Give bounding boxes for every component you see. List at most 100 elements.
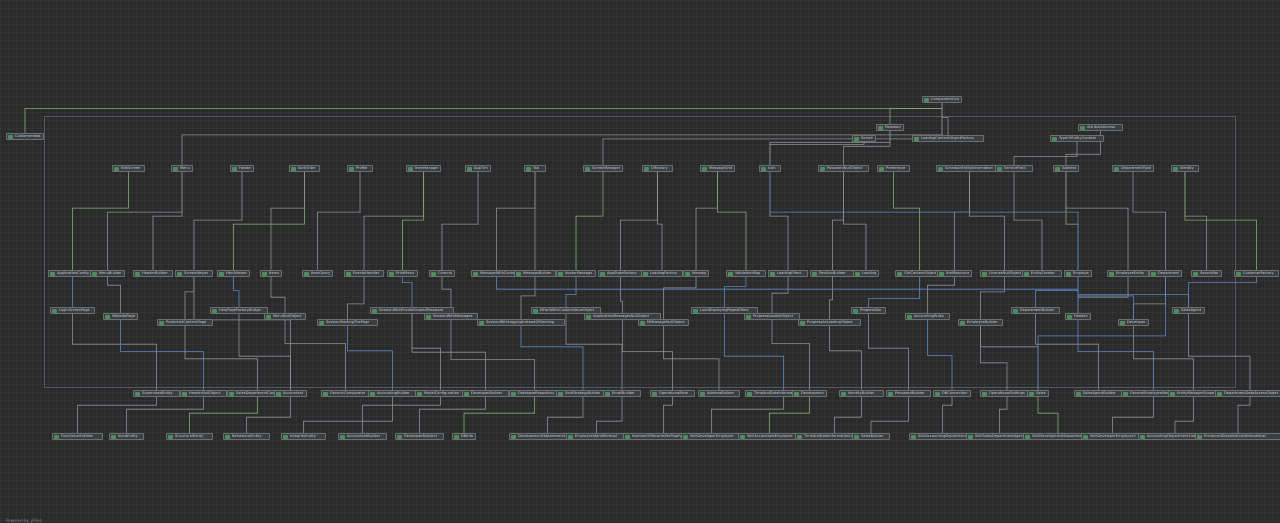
class-node-department-data-access-object[interactable]: DepartmentDataAccessObject — [1215, 390, 1280, 397]
class-node-password[interactable]: Password — [876, 124, 904, 131]
class-node-session-with-logging-instead-of-sending[interactable]: SessionWithLoggingInsteadOfSending — [477, 319, 565, 326]
class-node-icon[interactable]: Icon — [759, 165, 781, 172]
class-node-profile[interactable]: Profile — [347, 165, 373, 172]
class-node-login-screen-page[interactable]: LoginScreenPage — [50, 307, 95, 314]
class-node-progress-bar[interactable]: ProgressBar — [851, 307, 886, 314]
class-node-ui-factory[interactable]: UiFactory — [642, 165, 673, 172]
class-node-edit-screen[interactable]: EditScreen — [112, 165, 145, 172]
class-node-screen-helper[interactable]: ScreenHelper — [175, 270, 213, 277]
class-node-entity-creator[interactable]: EntityCreator — [1022, 270, 1062, 277]
class-node-model-configuration[interactable]: ModelConfiguration — [415, 390, 466, 397]
class-node-customerdata[interactable]: Customerdata — [6, 133, 44, 140]
class-node-integrity-entity[interactable]: IntegrityEntity — [281, 433, 326, 440]
class-node-accountant[interactable]: Accountant — [274, 390, 307, 397]
class-node-command[interactable]: Command — [429, 270, 455, 277]
class-node-print-menu[interactable]: PrintMenu — [387, 270, 418, 277]
class-node-attribute-access[interactable]: AttributeAccess — [1078, 124, 1123, 131]
class-node-database-repository[interactable]: DatabaseRepository — [509, 390, 560, 397]
class-node-developer[interactable]: Developer — [1118, 319, 1149, 326]
class-node-skill-developer-employee[interactable]: SkillDeveloperEmployee — [681, 433, 742, 440]
class-node-skill-developer-employee2[interactable]: SkillDeveloperEmployee2 — [1081, 433, 1144, 440]
class-node-progress-as-loading-object[interactable]: ProgressAsLoadingObject — [798, 319, 861, 326]
class-node-header[interactable]: Header — [230, 165, 254, 172]
class-node-department-type[interactable]: DepartmentType — [1112, 165, 1154, 172]
class-node-employee-entity[interactable]: EmployeeEntity — [1107, 270, 1149, 277]
class-node-sales-builder[interactable]: SalesBuilder — [852, 433, 890, 440]
class-node-mmessage-null-object[interactable]: MMessageNullObject — [638, 319, 689, 326]
class-node-app-time[interactable]: AppTime — [465, 165, 491, 172]
class-node-operational-settings[interactable]: OperationalSettings — [980, 390, 1034, 397]
class-node-service-field[interactable]: ServiceField — [995, 165, 1033, 172]
class-node-message-builder[interactable]: MessageBuilder — [514, 270, 556, 277]
class-node-item-manager[interactable]: ItemManager — [406, 165, 441, 172]
class-node-input-entity[interactable]: InputEntity — [109, 433, 144, 440]
class-node-component-core[interactable]: ComponentCore — [922, 96, 962, 103]
class-node-generic-comparator[interactable]: GenericComparator — [321, 390, 370, 397]
class-node-password-null-object[interactable]: PasswordNullObject — [818, 165, 869, 172]
class-node-sort-strategy-builder[interactable]: SortStrategyBuilder — [556, 390, 610, 397]
class-node-department[interactable]: Department — [1149, 270, 1182, 277]
class-node-load-displaying-paged-effect[interactable]: LoadDisplayingPagedEffect — [691, 307, 758, 314]
class-node-customer-factory[interactable]: CustomerFactory — [1234, 270, 1279, 277]
class-node-department-builder[interactable]: DepartmentBuilder — [1011, 307, 1060, 314]
class-node-mfont-with-custom-value-object[interactable]: MFontWithCustomValueObject — [531, 307, 601, 314]
class-node-entity-manager-scope[interactable]: EntityManagerScope — [1168, 390, 1219, 397]
class-node-search-bar[interactable]: SearchBar — [1191, 270, 1222, 277]
class-node-loading-content-object-factory[interactable]: LoadingContentObjectFactory — [912, 135, 984, 142]
class-node-header2[interactable]: Header2 — [1065, 313, 1091, 320]
class-node-employee-builder[interactable]: EmployeeBuilder — [958, 319, 1003, 326]
class-node-position-builder[interactable]: PositionBuilder — [810, 270, 855, 277]
class-node-identity-builder[interactable]: IdentityBuilder — [839, 390, 884, 397]
class-node-menu-builder[interactable]: MenuBuilder — [90, 270, 125, 277]
class-node-behavioral-entity[interactable]: BehavioralEntity — [223, 433, 270, 440]
class-node-dbinfo[interactable]: DBInfo — [452, 433, 476, 440]
class-node-screen-manager[interactable]: ScreenManager — [583, 165, 623, 172]
class-node-developer-builder2[interactable]: DeveloperBuilder2 — [395, 433, 444, 440]
class-node-xml-resource[interactable]: XmlResource — [937, 270, 972, 277]
class-node-sort-order[interactable]: SortOrder — [289, 165, 320, 172]
class-node-development[interactable]: Development — [792, 390, 827, 397]
class-node-menu[interactable]: Menu — [171, 165, 193, 172]
class-node-loading-factory[interactable]: LoadingFactory — [641, 270, 683, 277]
class-node-application-messages-null-object[interactable]: ApplicationMessagesNullObject — [584, 313, 661, 320]
class-node-protected-content-page[interactable]: ProtectedContentPage — [157, 319, 213, 326]
class-node-structural-entity[interactable]: StructuralEntity — [166, 433, 213, 440]
class-node-sales-agent[interactable]: SalesAgent — [1172, 307, 1205, 314]
class-node-password-builder[interactable]: PasswordBuilder — [886, 390, 931, 397]
class-node-items[interactable]: Items — [260, 270, 282, 277]
class-node-item-query[interactable]: ItemQuery — [302, 270, 333, 277]
class-node-identity[interactable]: Identity — [1171, 165, 1199, 172]
class-node-tab[interactable]: Tab — [524, 165, 546, 172]
class-node-app-state-factory[interactable]: AppStateFactory — [598, 270, 643, 277]
class-node-loading[interactable]: Loading — [853, 270, 879, 277]
class-node-session-with-private-scoped-password[interactable]: SessionWithPrivateScopedPassword — [370, 307, 454, 314]
class-node-html-viewer[interactable]: HtmlViewer — [217, 270, 250, 277]
class-node-employee-identifier-impl[interactable]: EmployeeIdentifierImpl — [566, 433, 627, 440]
class-node-help-page-factory-bridge[interactable]: HelpPageFactoryBridge — [210, 307, 268, 314]
class-node-operational-role[interactable]: OperationalRole — [650, 390, 695, 397]
class-node-functional-entities[interactable]: FunctionalEntities — [52, 433, 103, 440]
class-node-email-builder[interactable]: EmailBuilder — [603, 390, 641, 397]
class-node-search[interactable]: Search — [852, 135, 876, 142]
class-node-address[interactable]: Address — [1053, 165, 1079, 172]
class-node-session-with-messages[interactable]: SessionWithMessages — [424, 313, 478, 320]
class-node-website-page[interactable]: WebsitePage — [103, 313, 138, 320]
class-node-developer-builder[interactable]: DeveloperBuilder — [462, 390, 509, 397]
class-node-address-builder[interactable]: AddressBuilder — [698, 390, 740, 397]
class-node-dbconnection[interactable]: DBConnection — [933, 390, 971, 397]
class-node-type-of-entity-context[interactable]: TypeOfEntityContext — [1050, 135, 1104, 142]
class-node-validation-map[interactable]: ValidationMap — [726, 270, 766, 277]
class-node-message-grid[interactable]: MessageGrid — [700, 165, 735, 172]
class-node-schedule-entity-information[interactable]: ScheduleEntityInformation — [936, 165, 1003, 172]
class-node-accounting-rules[interactable]: AccountingRules — [905, 313, 950, 320]
class-node-progress-loaded-object[interactable]: ProgressLoadedObject — [744, 313, 800, 320]
class-node-message[interactable]: Message — [683, 270, 709, 277]
class-node-header-null-object[interactable]: HeaderNullObject — [180, 390, 227, 397]
class-node-loading-effect[interactable]: LoadingEffect — [768, 270, 808, 277]
class-node-sales[interactable]: Sales — [1027, 390, 1049, 397]
class-node-accountant-builder[interactable]: AccountantBuilder — [338, 433, 387, 440]
class-node-events-handler[interactable]: EventsHandler — [344, 270, 384, 277]
class-node-supervised-entity[interactable]: SupervisedEntity — [133, 390, 180, 397]
class-node-session-starting-the-page[interactable]: SessionStartingThePage — [317, 319, 378, 326]
